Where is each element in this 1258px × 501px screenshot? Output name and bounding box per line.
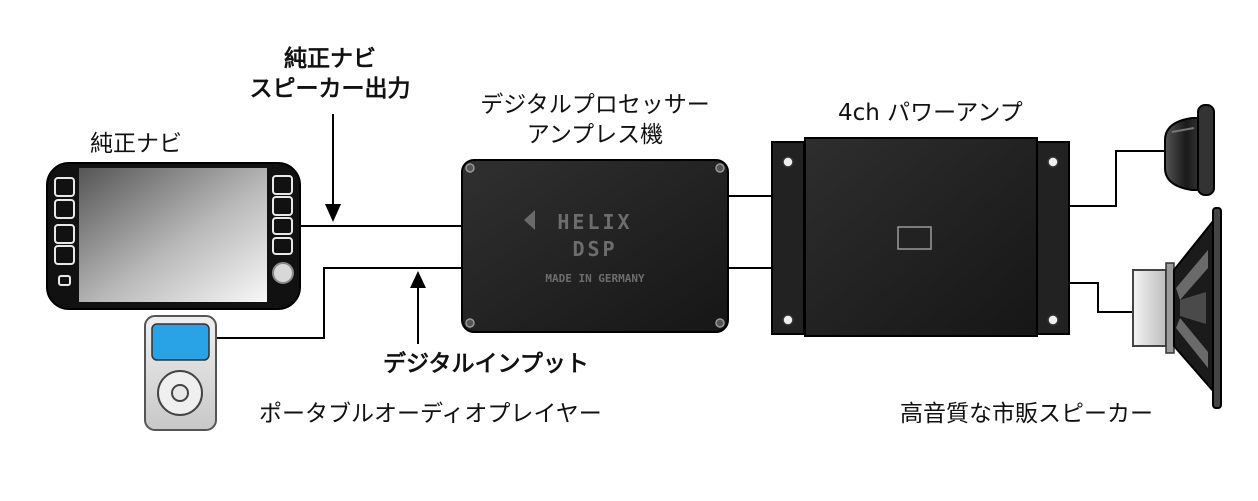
dsp-origin-text: MADE IN GERMANY bbox=[545, 272, 645, 285]
amp-to-tweeter-wire bbox=[1070, 150, 1165, 207]
dsp-model-text: DSP bbox=[572, 237, 617, 261]
amp-indicator bbox=[897, 226, 932, 250]
processor-label-line2: アンプレス機 bbox=[526, 122, 664, 148]
portable-player bbox=[144, 315, 217, 431]
dsp-brand-text: HELIX bbox=[557, 210, 632, 234]
nav-output-label-line2: スピーカー出力 bbox=[249, 76, 411, 102]
nav-button bbox=[272, 217, 293, 235]
nav-button bbox=[272, 175, 293, 195]
digital-input-label: デジタルインプット bbox=[383, 351, 589, 377]
dsp-screw bbox=[465, 163, 475, 173]
nav-button bbox=[54, 177, 75, 197]
portable-player-label: ポータブルオーディオプレイヤー bbox=[259, 401, 602, 427]
nav-button bbox=[58, 275, 71, 286]
nav-output-label: 純正ナビ スピーカー出力 bbox=[220, 44, 440, 104]
woofer-magnet bbox=[1132, 269, 1167, 347]
navigation-unit bbox=[46, 162, 301, 310]
amp-label: 4ch パワーアンプ bbox=[838, 100, 1023, 126]
nav-button bbox=[272, 196, 293, 216]
nav-output-arrow bbox=[325, 114, 341, 222]
woofer-rim bbox=[1212, 207, 1222, 409]
player-screen bbox=[151, 323, 210, 361]
processor-label-line1: デジタルプロセッサー bbox=[480, 92, 710, 118]
nav-button bbox=[54, 224, 75, 244]
wiring bbox=[216, 150, 1165, 339]
amp-to-woofer-wire bbox=[1070, 282, 1133, 313]
nav-label: 純正ナビ bbox=[90, 131, 182, 157]
nav-button bbox=[54, 199, 75, 219]
nav-knob bbox=[272, 262, 294, 284]
woofer-speaker bbox=[1132, 207, 1222, 409]
nav-screen bbox=[79, 168, 267, 302]
nav-button bbox=[272, 237, 293, 255]
dsp-screw bbox=[715, 318, 725, 328]
amp-mount-right bbox=[1036, 141, 1070, 335]
helix-logo-icon bbox=[524, 210, 535, 230]
dsp-screw bbox=[465, 318, 475, 328]
speakers-label: 高音質な市販スピーカー bbox=[900, 401, 1153, 427]
amp-mount-left bbox=[771, 141, 805, 335]
processor-label: デジタルプロセッサー アンプレス機 bbox=[440, 90, 750, 150]
dsp-unit: HELIX DSP MADE IN GERMANY bbox=[461, 159, 729, 333]
digital-input-arrow bbox=[410, 271, 426, 344]
nav-output-label-line1: 純正ナビ bbox=[284, 46, 376, 72]
dsp-screw bbox=[715, 163, 725, 173]
tweeter-speaker bbox=[1164, 104, 1215, 196]
amplifier-unit bbox=[771, 137, 1070, 337]
player-to-dsp-wire bbox=[216, 267, 464, 339]
nav-button bbox=[54, 245, 75, 265]
